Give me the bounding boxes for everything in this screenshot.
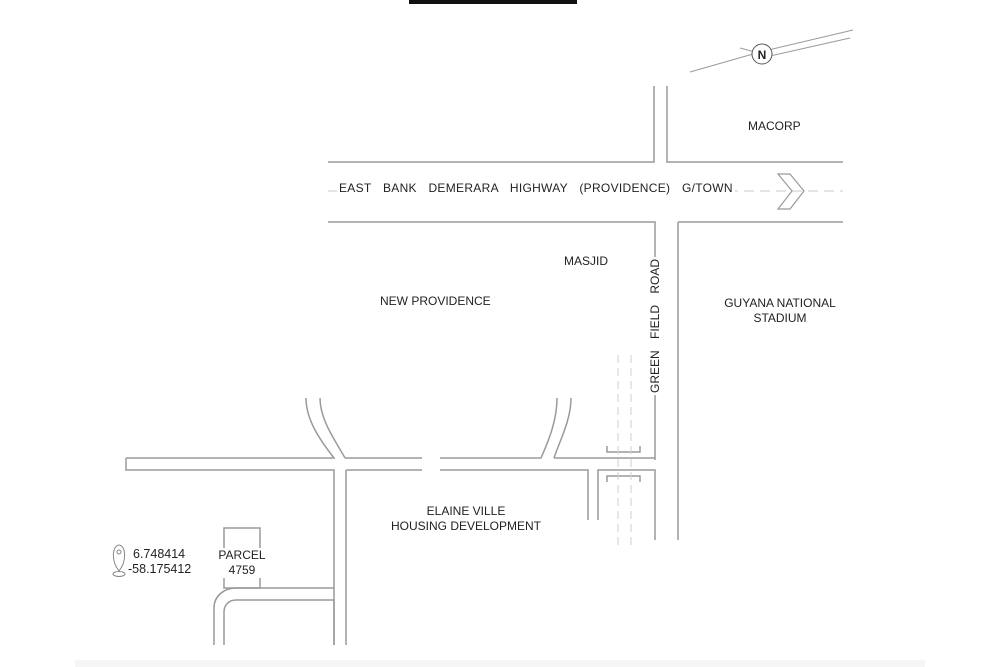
highway-label: EAST BANK DEMERARA HIGHWAY (PROVIDENCE) … — [337, 181, 735, 195]
new-providence-label: NEW PROVIDENCE — [380, 294, 491, 308]
parcel-label-line1: PARCEL — [218, 548, 266, 562]
map-pin-icon — [112, 544, 126, 577]
masjid-label: MASJID — [564, 254, 609, 268]
elaine-ville-line2: HOUSING DEVELOPMENT — [390, 519, 542, 533]
stadium-label: GUYANA NATIONAL STADIUM — [718, 296, 842, 326]
coordinates: 6.748414 -58.175412 — [128, 547, 191, 577]
bottom-edge — [75, 660, 925, 667]
stadium-label-line2: STADIUM — [753, 311, 807, 325]
macorp-label: MACORP — [748, 119, 801, 133]
parcel-label: PARCEL 4759 — [214, 548, 270, 578]
parcel-label-line2: 4759 — [228, 563, 256, 577]
north-arrow-icon: N — [751, 43, 773, 65]
svg-text:N: N — [758, 48, 767, 62]
longitude-value: -58.175412 — [128, 562, 192, 576]
stadium-label-line1: GUYANA NATIONAL — [724, 296, 836, 310]
elaine-ville-label: ELAINE VILLE HOUSING DEVELOPMENT — [384, 504, 548, 534]
elaine-ville-line1: ELAINE VILLE — [426, 504, 506, 518]
green-field-road-label: GREEN FIELD ROAD — [648, 256, 662, 395]
lower-road — [125, 397, 656, 645]
latitude-value: 6.748414 — [133, 547, 186, 561]
title-bar — [409, 0, 577, 4]
